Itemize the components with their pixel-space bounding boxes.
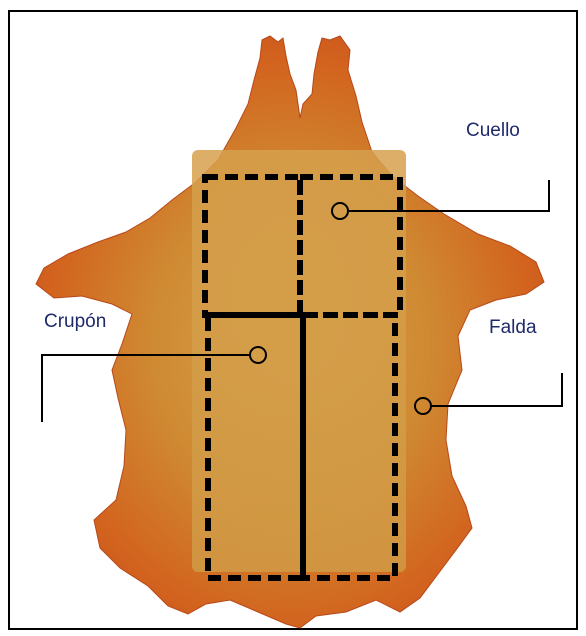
label-falda: Falda [489,317,537,339]
label-cuello: Cuello [466,120,520,142]
label-crupon: Crupón [44,311,106,333]
